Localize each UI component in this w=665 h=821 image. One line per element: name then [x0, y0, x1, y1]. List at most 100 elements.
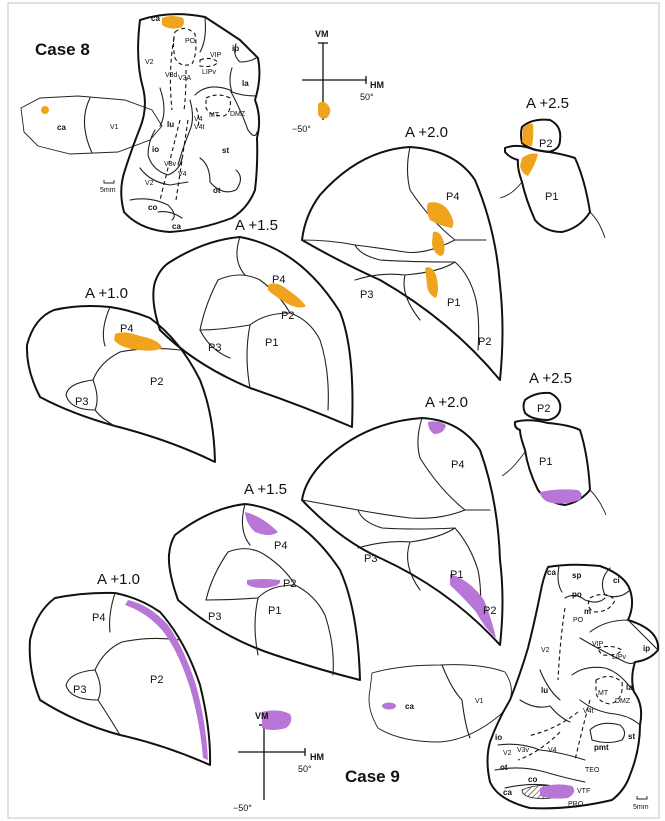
- case8-vf-vm: VM: [315, 29, 329, 39]
- case9-vf-hm: HM: [310, 752, 324, 762]
- case9-label-lipv: LIPv: [612, 654, 627, 661]
- case9-a1-5-purple-2: [247, 579, 281, 588]
- case9-a1-5-p2: P2: [283, 578, 296, 590]
- case9-a1-0-purple: [125, 600, 208, 760]
- case8-label-lipv: LIPv: [202, 69, 217, 76]
- case9-label-pmt: pmt: [594, 743, 609, 752]
- case8-panel: Case 8 ca V1 5mm: [20, 13, 606, 463]
- case9-injection-site: [382, 702, 396, 710]
- case8-scale-bar: 5mm: [100, 180, 116, 194]
- case9-label-dmz: DMZ: [615, 698, 631, 705]
- case9-label-v4: V4: [548, 747, 557, 754]
- case8-section-a2-5: A +2.5 P2 P1: [499, 95, 606, 239]
- case8-a2-0-orange-2: [432, 231, 445, 256]
- case8-vf-lower: −50°: [292, 124, 311, 134]
- case9-flatmap-purple: [540, 784, 575, 799]
- case8-label-ca-top: ca: [151, 14, 160, 23]
- case9-section-a1-5: A +1.5 P4 P2 P3 P1: [167, 481, 361, 681]
- case8-label-v3v: V3v: [164, 161, 177, 168]
- case8-label-st: st: [222, 146, 229, 155]
- case9-section-a2-0: A +2.0 P4 P3 P1 P2: [301, 394, 504, 646]
- case8-label-v2-lower: V2: [145, 180, 154, 187]
- case9-vf-purple: [262, 710, 292, 730]
- case8-a2-5-orange-1: [522, 123, 534, 146]
- case8-a2-5-p2: P2: [539, 138, 552, 150]
- case9-label-v2: V2: [541, 647, 550, 654]
- case8-label-v3d: V3d: [165, 72, 178, 79]
- case8-scale-label: 5mm: [100, 187, 116, 194]
- case8-a1-0-p4: P4: [120, 323, 133, 335]
- case9-label-ip: ip: [643, 644, 650, 653]
- case8-a1-0-p3: P3: [75, 396, 88, 408]
- case9-label-ci: ci: [613, 576, 620, 585]
- case8-a2-0-p3: P3: [360, 289, 373, 301]
- case9-vf-vm: VM: [255, 711, 269, 721]
- case8-label-ip: ip: [232, 44, 239, 53]
- case9-label-v2-lower: V2: [503, 750, 512, 757]
- case8-a2-5-orange-2: [520, 153, 538, 176]
- case8-hemisphere-v1: V1: [110, 124, 119, 131]
- case8-section-a1-5: A +1.5 P4 P2 P3 P1: [152, 217, 354, 428]
- case8-a2-5-p1: P1: [545, 191, 558, 203]
- case9-a1-0-p3: P3: [73, 684, 86, 696]
- case9-scale-bar: 5mm: [633, 796, 649, 811]
- case9-vf-lower: −50°: [233, 803, 252, 813]
- case9-a2-0-purple-1: [428, 421, 446, 434]
- case9-panel: A +1.0 P4 P2 P3 A +1.5 P4 P2 P3 P1: [28, 370, 660, 813]
- case8-injection-site: [41, 106, 49, 114]
- case8-label-po: PO: [185, 38, 196, 45]
- case9-section-a1-5-title: A +1.5: [244, 481, 287, 498]
- case9-section-a2-5: A +2.5 P2 P1: [501, 370, 607, 516]
- case8-section-a2-0: A +2.0 P4 P3 P1 P2: [301, 124, 504, 381]
- case8-a1-5-p3: P3: [208, 342, 221, 354]
- figure-frame: [7, 2, 660, 819]
- case8-flatmap: ca PO ip VIP LIPv V2 V3d V3A la MT DMZ V…: [120, 13, 261, 233]
- case9-flatmap: ca sp ci po m PO ip VIP LIPv V2 la lu MT…: [486, 563, 660, 810]
- case9-label-v4t: V4t: [583, 708, 594, 715]
- case9-label-la: la: [626, 683, 633, 692]
- case9-a2-0-p2: P2: [483, 605, 496, 617]
- case8-section-a1-0-title: A +1.0: [85, 285, 128, 302]
- case9-label-co: co: [528, 775, 537, 784]
- case8-label-io: io: [152, 145, 159, 154]
- case9-section-a2-5-title: A +2.5: [529, 370, 572, 387]
- case9-hemisphere-ca: ca: [405, 702, 414, 711]
- case9-label-pro: PRO: [568, 801, 584, 808]
- case8-flatmap-orange: [162, 16, 184, 29]
- case9-a1-5-purple-1: [245, 512, 278, 535]
- case9-section-a2-0-title: A +2.0: [425, 394, 468, 411]
- case9-label-mt: MT: [598, 690, 609, 697]
- case8-a1-5-p1: P1: [265, 337, 278, 349]
- case9-label-po: po: [572, 590, 582, 599]
- case8-hemisphere: ca V1: [20, 95, 163, 155]
- case8-label-la: la: [242, 79, 249, 88]
- case8-section-a2-5-title: A +2.5: [526, 95, 569, 112]
- case8-section-a1-5-title: A +1.5: [235, 217, 278, 234]
- case8-a1-0-p2: P2: [150, 376, 163, 388]
- case8-a1-5-p2: P2: [281, 310, 294, 322]
- case9-label-io: io: [495, 733, 502, 742]
- case8-hemisphere-ca: ca: [57, 123, 66, 132]
- case9-label-vtf: VTF: [577, 788, 590, 795]
- case8-label-dmz: DMZ: [230, 111, 246, 118]
- case9-a2-0-purple-2: [450, 574, 496, 638]
- case9-label-v3v: V3v: [517, 747, 530, 754]
- case9-a2-5-p2: P2: [537, 403, 550, 415]
- case9-label-ot: ot: [500, 763, 508, 772]
- case9-scale-label: 5mm: [633, 804, 649, 811]
- case9-a2-0-p4: P4: [451, 459, 464, 471]
- case8-label-mt: MT: [209, 112, 220, 119]
- case8-vf-orange: [318, 101, 331, 119]
- case9-a2-5-purple: [540, 489, 582, 504]
- case9-a1-5-p3: P3: [208, 611, 221, 623]
- case9-a2-5-p1: P1: [539, 456, 552, 468]
- case9-a1-5-p1: P1: [268, 605, 281, 617]
- case9-label-sp: sp: [572, 571, 581, 580]
- case9-a1-0-p4: P4: [92, 612, 105, 624]
- case9-title: Case 9: [345, 767, 400, 786]
- case9-vf-upper: 50°: [298, 764, 312, 774]
- case8-a2-0-p4: P4: [446, 191, 459, 203]
- case9-vf-axes: VM HM 50° −50°: [233, 710, 324, 813]
- case8-a2-0-orange-1: [426, 202, 454, 228]
